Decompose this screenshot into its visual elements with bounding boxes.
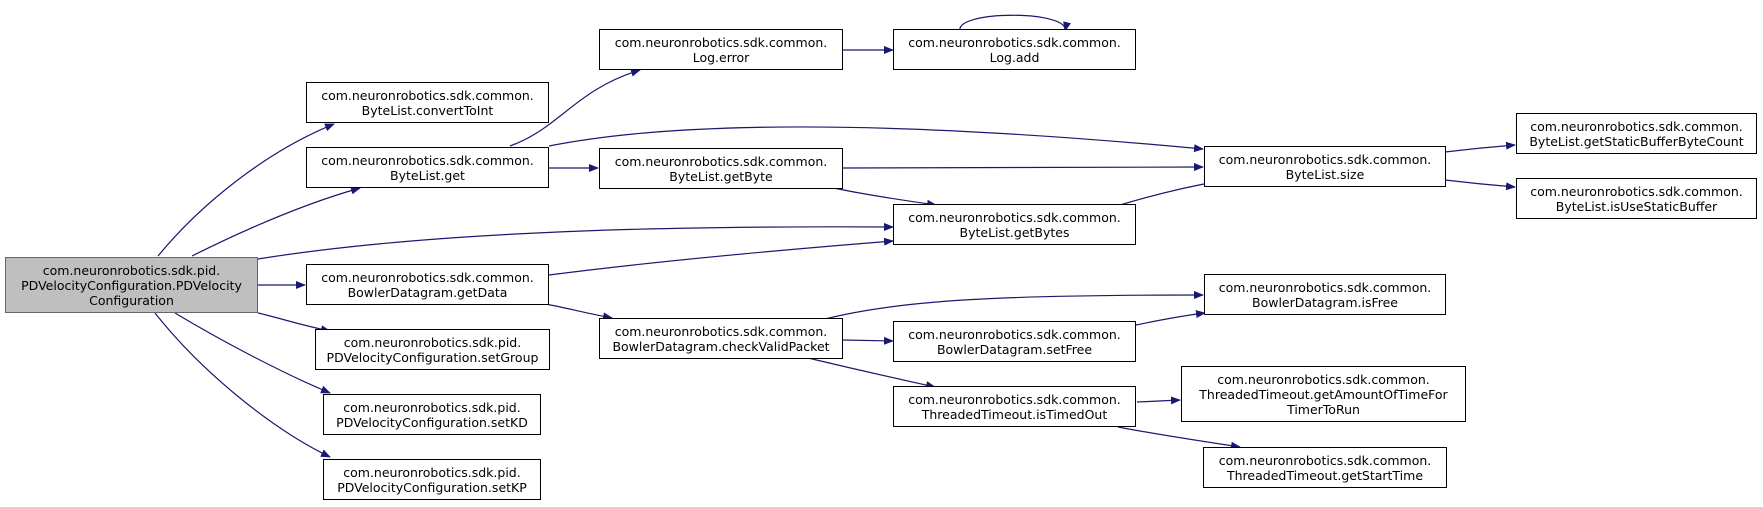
node-bytelist-getbyte[interactable]: com.neuronrobotics.sdk.common. ByteList.… [599,148,843,189]
node-getdata-line2: BowlerDatagram.getData [347,284,508,300]
node-setfree-line1: com.neuronrobotics.sdk.common. [908,326,1121,342]
node-log-error[interactable]: com.neuronrobotics.sdk.common. Log.error [599,29,843,70]
node-root[interactable]: com.neuronrobotics.sdk.pid. PDVelocityCo… [5,257,258,313]
node-isfree-line1: com.neuronrobotics.sdk.common. [1218,279,1432,295]
node-getbytes-line2: ByteList.getBytes [959,224,1070,240]
node-isusestatic-line2: ByteList.isUseStaticBuffer [1555,198,1718,214]
node-getamount-line3: TimerToRun [1287,401,1360,417]
node-getdata-line1: com.neuronrobotics.sdk.common. [321,269,534,285]
node-log-add[interactable]: com.neuronrobotics.sdk.common. Log.add [893,29,1136,70]
node-getstaticcount-line2: ByteList.getStaticBufferByteCount [1529,133,1744,149]
node-getbytes-line1: com.neuronrobotics.sdk.common. [908,209,1121,225]
node-threadedtimeout-istimedout[interactable]: com.neuronrobotics.sdk.common. ThreadedT… [893,386,1136,427]
node-isusestatic-line1: com.neuronrobotics.sdk.common. [1530,183,1743,199]
edge-get-logError [509,68,641,147]
node-bytelist-getstaticbufferbytecount[interactable]: com.neuronrobotics.sdk.common. ByteList.… [1516,113,1757,154]
node-threadedtimeout-getstarttime[interactable]: com.neuronrobotics.sdk.common. ThreadedT… [1203,447,1447,488]
edge-isTimedOut-getAmount [1136,396,1181,405]
node-get-line2: ByteList.get [390,167,465,183]
node-istimedout-line1: com.neuronrobotics.sdk.common. [908,391,1121,407]
node-root-line1: com.neuronrobotics.sdk.pid. [42,262,221,278]
edge-size-isUseStatic [1444,179,1516,191]
edge-checkValid-isTimedOut [807,357,936,389]
node-setkp-line1: com.neuronrobotics.sdk.pid. [343,464,521,480]
node-getbyte-line2: ByteList.getByte [669,168,773,184]
node-bowlerdatagram-checkvalidpacket[interactable]: com.neuronrobotics.sdk.common. BowlerDat… [599,318,843,359]
node-setgroup-line1: com.neuronrobotics.sdk.pid. [343,334,522,350]
node-setkd-line1: com.neuronrobotics.sdk.pid. [343,399,521,415]
node-isfree-line2: BowlerDatagram.isFree [1252,294,1398,310]
edge-root-convertToInt [157,123,335,257]
edge-checkValid-isFree [824,291,1204,320]
node-setkd-line2: PDVelocityConfiguration.setKD [336,414,528,430]
edge-checkValid-setFree [842,336,894,345]
node-bowlerdatagram-setfree[interactable]: com.neuronrobotics.sdk.common. BowlerDat… [893,321,1136,362]
node-setkp-line2: PDVelocityConfiguration.setKP [337,479,527,495]
node-root-line3: Configuration [89,292,174,308]
node-size-line1: com.neuronrobotics.sdk.common. [1218,151,1432,167]
node-bytelist-converttoint[interactable]: com.neuronrobotics.sdk.common. ByteList.… [306,82,549,123]
node-logerror-line2: Log.error [692,49,750,65]
node-pdvelocity-setkd[interactable]: com.neuronrobotics.sdk.pid. PDVelocityCo… [323,394,541,435]
node-setgroup-line2: PDVelocityConfiguration.setGroup [326,349,539,365]
node-getamount-line2: ThreadedTimeout.getAmountOfTimeFor [1199,386,1448,402]
edge-logAdd-self [959,14,1071,32]
node-istimedout-line2: ThreadedTimeout.isTimedOut [921,406,1108,422]
edge-getData-getBytes [548,237,894,276]
node-converttoint-line2: ByteList.convertToInt [361,102,494,118]
edge-root-get [191,186,361,257]
node-checkvalid-line1: com.neuronrobotics.sdk.common. [614,323,828,339]
node-root-line2: PDVelocityConfiguration.PDVelocity [21,277,242,293]
node-checkvalid-line2: BowlerDatagram.checkValidPacket [612,338,830,354]
node-pdvelocity-setkp[interactable]: com.neuronrobotics.sdk.pid. PDVelocityCo… [323,459,541,500]
node-get-line1: com.neuronrobotics.sdk.common. [321,152,534,168]
node-getamount-line1: com.neuronrobotics.sdk.common. [1217,371,1430,387]
node-bowlerdatagram-getdata[interactable]: com.neuronrobotics.sdk.common. BowlerDat… [306,264,549,305]
node-getstarttime-line2: ThreadedTimeout.getStartTime [1226,467,1424,483]
node-getstaticcount-line1: com.neuronrobotics.sdk.common. [1530,118,1743,134]
node-logadd-line1: com.neuronrobotics.sdk.common. [908,34,1121,50]
node-pdvelocity-setgroup[interactable]: com.neuronrobotics.sdk.pid. PDVelocityCo… [315,329,550,370]
node-setfree-line2: BowlerDatagram.setFree [936,341,1093,357]
edge-root-setKP [154,312,331,458]
node-bytelist-get[interactable]: com.neuronrobotics.sdk.common. ByteList.… [306,147,549,188]
node-bytelist-isusestaticbuffer[interactable]: com.neuronrobotics.sdk.common. ByteList.… [1516,178,1757,219]
edge-root-setKD [174,312,331,394]
node-logadd-line2: Log.add [989,49,1040,65]
edge-get-size [548,126,1204,153]
edge-getData-checkValid [544,303,613,321]
edge-size-getStaticCount [1444,141,1516,153]
edge-isTimedOut-getStartTime [1117,426,1241,450]
node-getbyte-line1: com.neuronrobotics.sdk.common. [614,153,828,169]
node-threadedtimeout-getamountoftimefortimertorun[interactable]: com.neuronrobotics.sdk.common. ThreadedT… [1181,366,1466,422]
node-bytelist-size[interactable]: com.neuronrobotics.sdk.common. ByteList.… [1204,146,1446,187]
node-logerror-line1: com.neuronrobotics.sdk.common. [614,34,828,50]
node-converttoint-line1: com.neuronrobotics.sdk.common. [321,87,534,103]
edge-setFree-isFree [1135,310,1206,326]
node-getstarttime-line1: com.neuronrobotics.sdk.common. [1218,452,1432,468]
edge-root-getBytes [257,222,894,260]
node-bytelist-getbytes[interactable]: com.neuronrobotics.sdk.common. ByteList.… [893,204,1136,245]
edge-getByte-size [842,163,1204,172]
node-bowlerdatagram-isfree[interactable]: com.neuronrobotics.sdk.common. BowlerDat… [1204,274,1446,315]
node-size-line2: ByteList.size [1285,166,1365,182]
